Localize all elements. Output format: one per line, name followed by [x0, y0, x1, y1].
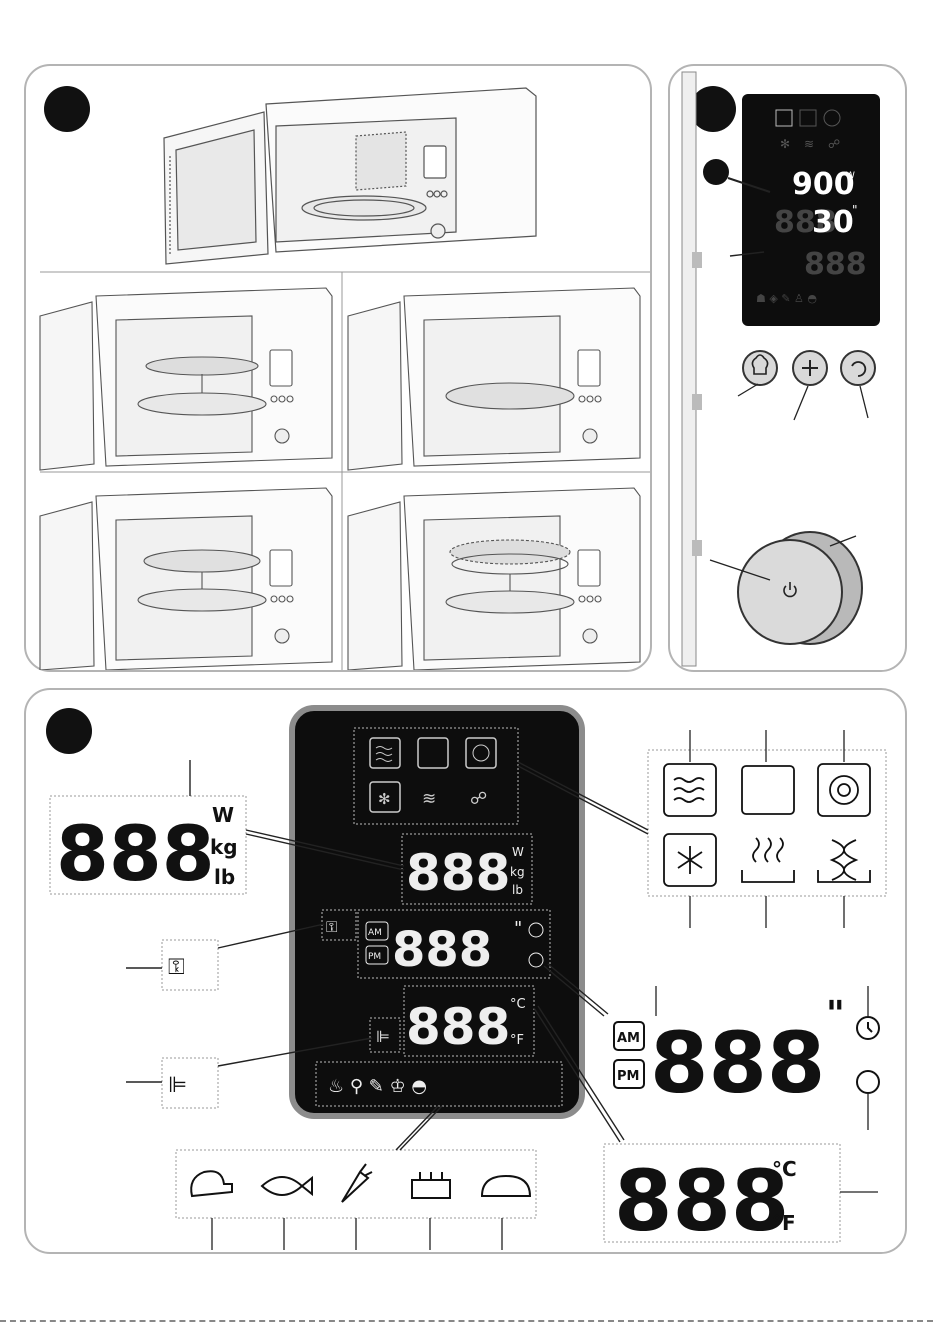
lock-icon-small: ⚿ [326, 918, 337, 936]
bread-icon [482, 1176, 530, 1196]
unit-w-small: W [512, 845, 524, 859]
preheat-icon-small: ⊫ [376, 1027, 390, 1046]
oven-open-door [164, 88, 536, 264]
unit-kg: kg [210, 835, 238, 859]
bezel-mark [692, 252, 702, 268]
display-legend-panel: ✻ ≋ ☍ 888 W kg lb ⚿ AM PM 888 " ⊫ 888 °C… [24, 688, 907, 1254]
plus-button[interactable] [793, 351, 827, 385]
defrost-glyph: ✻ [378, 790, 391, 808]
defrost-icon: ✻ [780, 137, 790, 151]
combi-icon: ☍ [470, 789, 487, 809]
am-small: AM [368, 928, 382, 938]
unit-lb: lb [214, 865, 235, 889]
temp-ghost: 888 [804, 247, 867, 282]
convection-fan-icon-large [818, 764, 870, 816]
oven-view-rack [40, 288, 332, 470]
seconds-mark: " [826, 994, 845, 1035]
control-strip-illustration: ✻ ≋ ☍ 900 W 888 30 " 888 ☗ ◈ ✎ ♙ ◓ [670, 66, 905, 670]
power-unit: W [846, 171, 855, 181]
oven-views-illustration [26, 66, 650, 670]
microwave-icon-large [664, 764, 716, 816]
steam-icon: ≋ [804, 137, 814, 151]
food-row-small: ♨ ⚲ ✎ ♔ ◓ [328, 1076, 427, 1097]
fish-icon [262, 1177, 312, 1195]
bezel-mark [692, 394, 702, 410]
preheat-icon: ⊫ [168, 1073, 187, 1098]
display-legend-illustration: ✻ ≋ ☍ 888 W kg lb ⚿ AM PM 888 " ⊫ 888 °C… [26, 690, 905, 1252]
clock-digits-small: 888 [392, 922, 492, 978]
weight-digits: 888 [56, 809, 215, 898]
oven-view-plate [348, 288, 640, 470]
chicken-icon [191, 1171, 232, 1196]
steam-icon: ≋ [422, 789, 436, 809]
cake-icon [412, 1172, 450, 1198]
temp-digits-small: 888 [406, 998, 510, 1056]
oven-view-crisp-plate [40, 488, 332, 670]
lock-icon: ⚿ [168, 955, 185, 980]
back-button[interactable] [841, 351, 875, 385]
pm-label: PM [617, 1069, 639, 1084]
power-knob[interactable] [738, 532, 862, 644]
control-strip-panel: ✻ ≋ ☍ 900 W 888 30 " 888 ☗ ◈ ✎ ♙ ◓ [668, 64, 907, 672]
unit-kg-small: kg [510, 865, 525, 879]
unit-w: W [212, 803, 234, 827]
weight-digits-small: 888 [406, 844, 510, 902]
callout-badge [703, 159, 729, 185]
timer-icon [857, 1071, 879, 1093]
combi-icon: ☍ [828, 137, 840, 151]
celsius-label: °C [772, 1157, 797, 1181]
combi-icon-large [818, 840, 870, 882]
bezel-mark [692, 540, 702, 556]
seconds-mark-small: " [514, 918, 522, 939]
fahrenheit-small: °F [510, 1033, 524, 1048]
carrot-icon [342, 1164, 372, 1202]
oven-accessories-panel [24, 64, 652, 672]
am-label: AM [617, 1031, 640, 1046]
pm-small: PM [368, 952, 381, 962]
temp-digits: 888 [614, 1152, 789, 1250]
time-mark: " [852, 203, 858, 217]
oven-view-basket [348, 488, 640, 670]
fahrenheit-label: °F [772, 1211, 796, 1235]
time-readout: 30 [812, 205, 854, 240]
unit-lb-small: lb [512, 883, 523, 897]
chef-button[interactable] [743, 351, 777, 385]
page-bottom-rule [0, 1320, 933, 1322]
clock-digits: 888 [650, 1014, 825, 1112]
grill-icon-large [742, 766, 794, 814]
food-icons-row: ☗ ◈ ✎ ♙ ◓ [756, 292, 817, 305]
steam-icon-large [742, 838, 794, 882]
celsius-small: °C [510, 997, 526, 1012]
